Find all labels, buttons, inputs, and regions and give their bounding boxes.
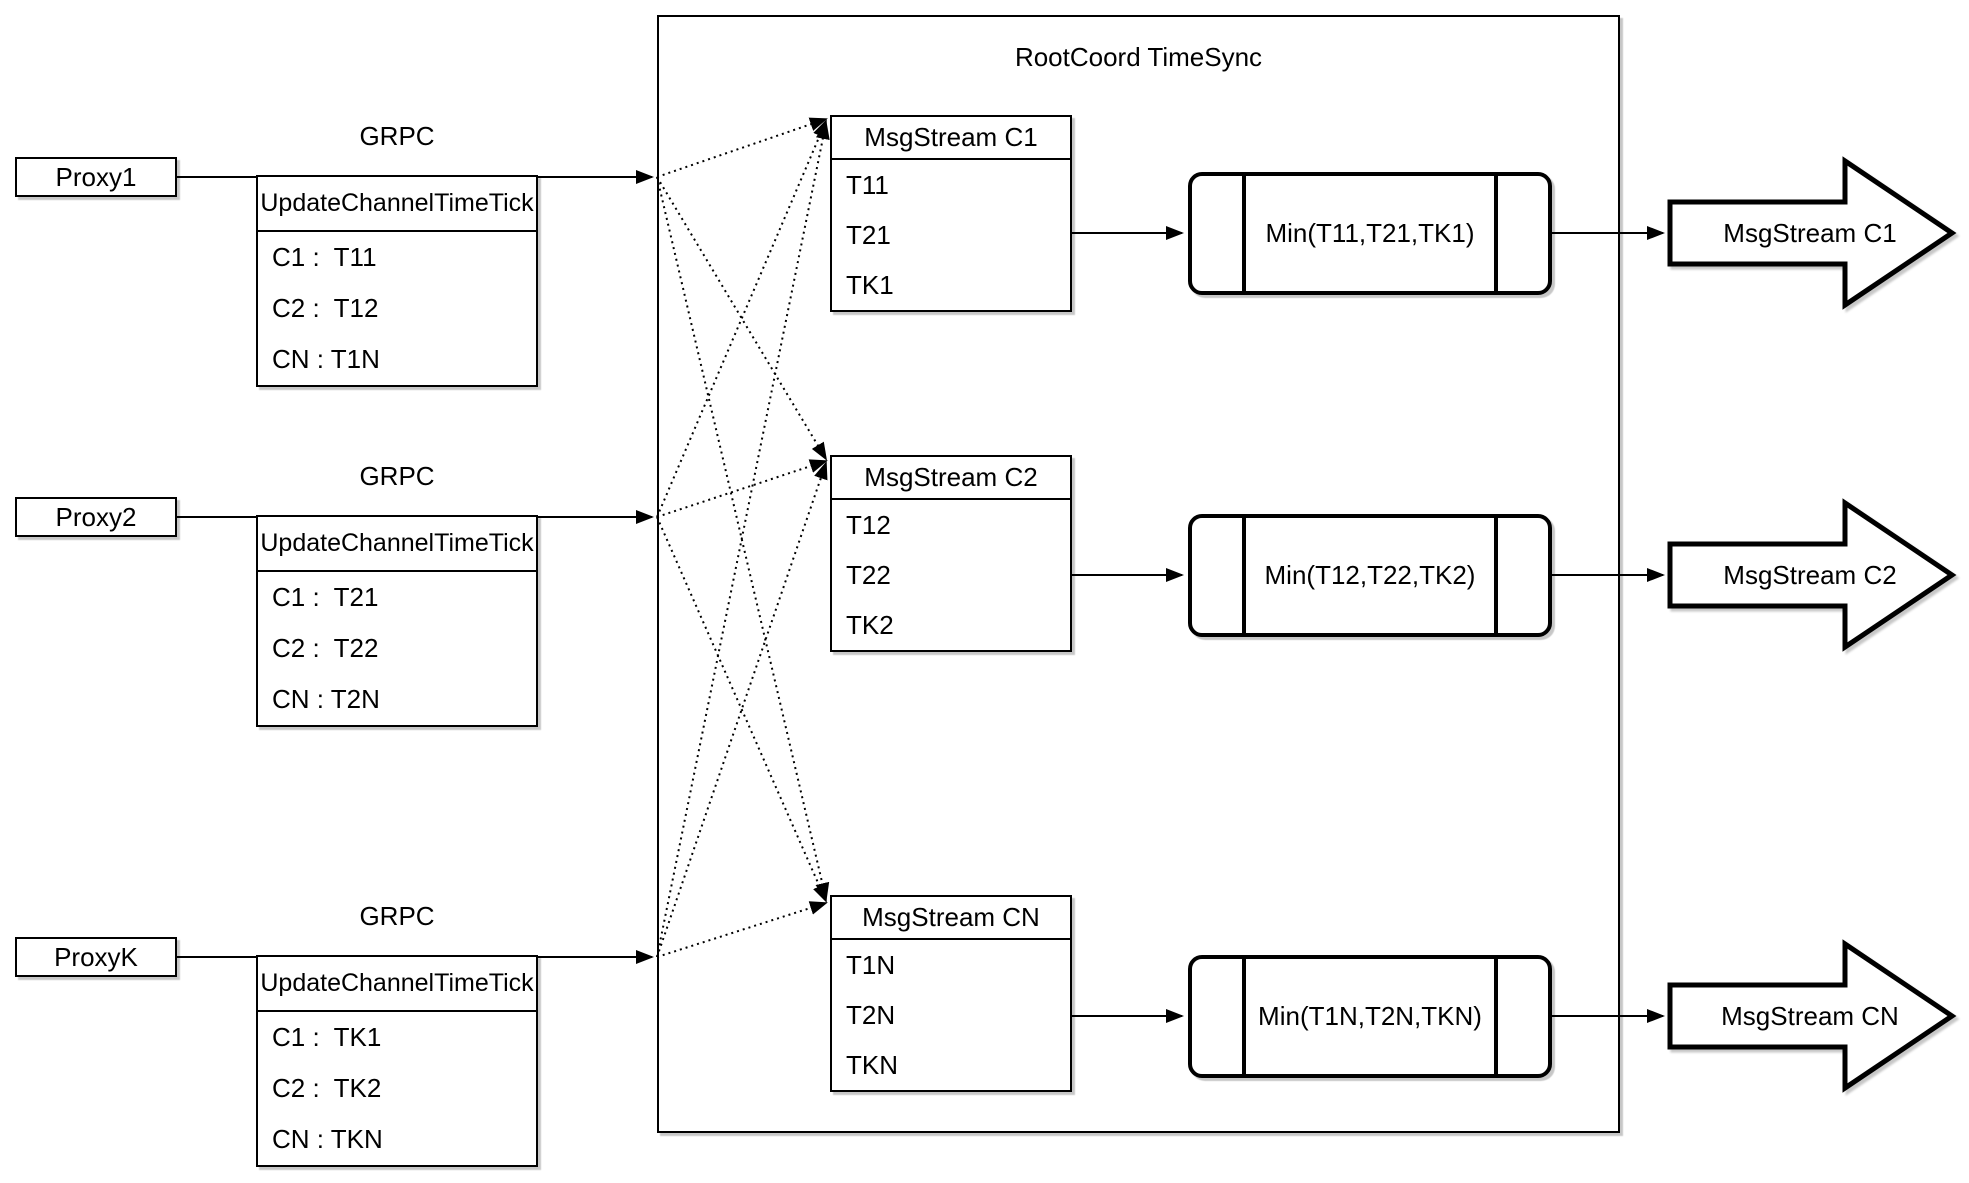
- msgstream-header-cn: MsgStream CN: [832, 897, 1070, 940]
- min-label-3: Min(T1N,T2N,TKN): [1258, 1001, 1482, 1031]
- msgstream-header-c1: MsgStream C1: [832, 117, 1070, 160]
- msgstream-row: T21: [846, 219, 891, 250]
- min-box-divider-right: [1494, 959, 1498, 1074]
- grpc-label-3: GRPC: [359, 901, 435, 931]
- timetick-row: CN : T2N: [272, 684, 380, 714]
- output-arrow-2: [1667, 498, 1957, 652]
- timetick-header-3: UpdateChannelTimeTick: [258, 957, 536, 1012]
- timetick-row: C1 : TK1: [272, 1022, 382, 1052]
- output-arrow-label-2: MsgStream C2: [1723, 560, 1897, 590]
- grpc-label-2: GRPC: [359, 461, 435, 491]
- msgstream-row: TK2: [846, 609, 894, 640]
- msgstream-row: T12: [846, 509, 891, 540]
- timetick-row: CN : T1N: [272, 344, 380, 374]
- timetick-row: C1 : T21: [272, 582, 379, 612]
- fanout-line-p2-cn: [656, 516, 827, 903]
- msgstream-row: T1N: [846, 949, 896, 980]
- timetick-table-2: UpdateChannelTimeTick C1 : T21 C2 : T22 …: [256, 515, 538, 727]
- min-box-3: Min(T1N,T2N,TKN): [1188, 955, 1552, 1078]
- msgstream-box-c1: MsgStream C1 T11 T21 TK1: [830, 115, 1072, 312]
- timetick-header-2: UpdateChannelTimeTick: [258, 517, 536, 572]
- output-arrow-1: [1667, 156, 1957, 310]
- msgstream-row: TK1: [846, 269, 894, 300]
- timetick-table-1: UpdateChannelTimeTick C1 : T11 C2 : T12 …: [256, 175, 538, 387]
- msgstream-row: T2N: [846, 999, 896, 1030]
- min-box-divider-left: [1242, 176, 1246, 291]
- min-box-divider-left: [1242, 959, 1246, 1074]
- timetick-row: C1 : T11: [272, 242, 377, 272]
- min-box-divider-left: [1242, 518, 1246, 633]
- proxy-label-k: ProxyK: [54, 941, 138, 972]
- timesync-title: RootCoord TimeSync: [1014, 42, 1263, 72]
- msgstream-header-c2: MsgStream C2: [832, 457, 1070, 500]
- timetick-row: C2 : T22: [272, 633, 379, 663]
- msgstream-box-c2: MsgStream C2 T12 T22 TK2: [830, 455, 1072, 652]
- msgstream-row: T22: [846, 559, 891, 590]
- output-arrow-label-1: MsgStream C1: [1723, 218, 1897, 248]
- timetick-row: CN : TKN: [272, 1124, 383, 1154]
- timetick-table-3: UpdateChannelTimeTick C1 : TK1 C2 : TK2 …: [256, 955, 538, 1167]
- timetick-header-1: UpdateChannelTimeTick: [258, 177, 536, 232]
- timetick-row: C2 : T12: [272, 293, 379, 323]
- min-label-2: Min(T12,T22,TK2): [1264, 560, 1476, 590]
- min-box-divider-right: [1494, 518, 1498, 633]
- proxy-box-1: Proxy1: [15, 157, 177, 197]
- output-arrow-label-3: MsgStream CN: [1721, 1001, 1899, 1031]
- timesync-container: [657, 15, 1620, 1133]
- output-arrow-3: [1667, 939, 1957, 1093]
- msgstream-row: T11: [846, 169, 889, 200]
- proxy-box-k: ProxyK: [15, 937, 177, 977]
- fanout-line-p1-c2: [656, 176, 828, 461]
- min-box-2: Min(T12,T22,TK2): [1188, 514, 1552, 637]
- proxy-label-2: Proxy2: [55, 501, 137, 532]
- msgstream-box-cn: MsgStream CN T1N T2N TKN: [830, 895, 1072, 1092]
- proxy-label-1: Proxy1: [55, 161, 137, 192]
- min-label-1: Min(T11,T21,TK1): [1265, 218, 1475, 248]
- grpc-label-1: GRPC: [359, 121, 435, 151]
- proxy-box-2: Proxy2: [15, 497, 177, 537]
- timetick-row: C2 : TK2: [272, 1073, 382, 1103]
- msgstream-row: TKN: [846, 1049, 898, 1080]
- min-box-divider-right: [1494, 176, 1498, 291]
- min-box-1: Min(T11,T21,TK1): [1188, 172, 1552, 295]
- fanout-line-pk-c1: [656, 121, 830, 958]
